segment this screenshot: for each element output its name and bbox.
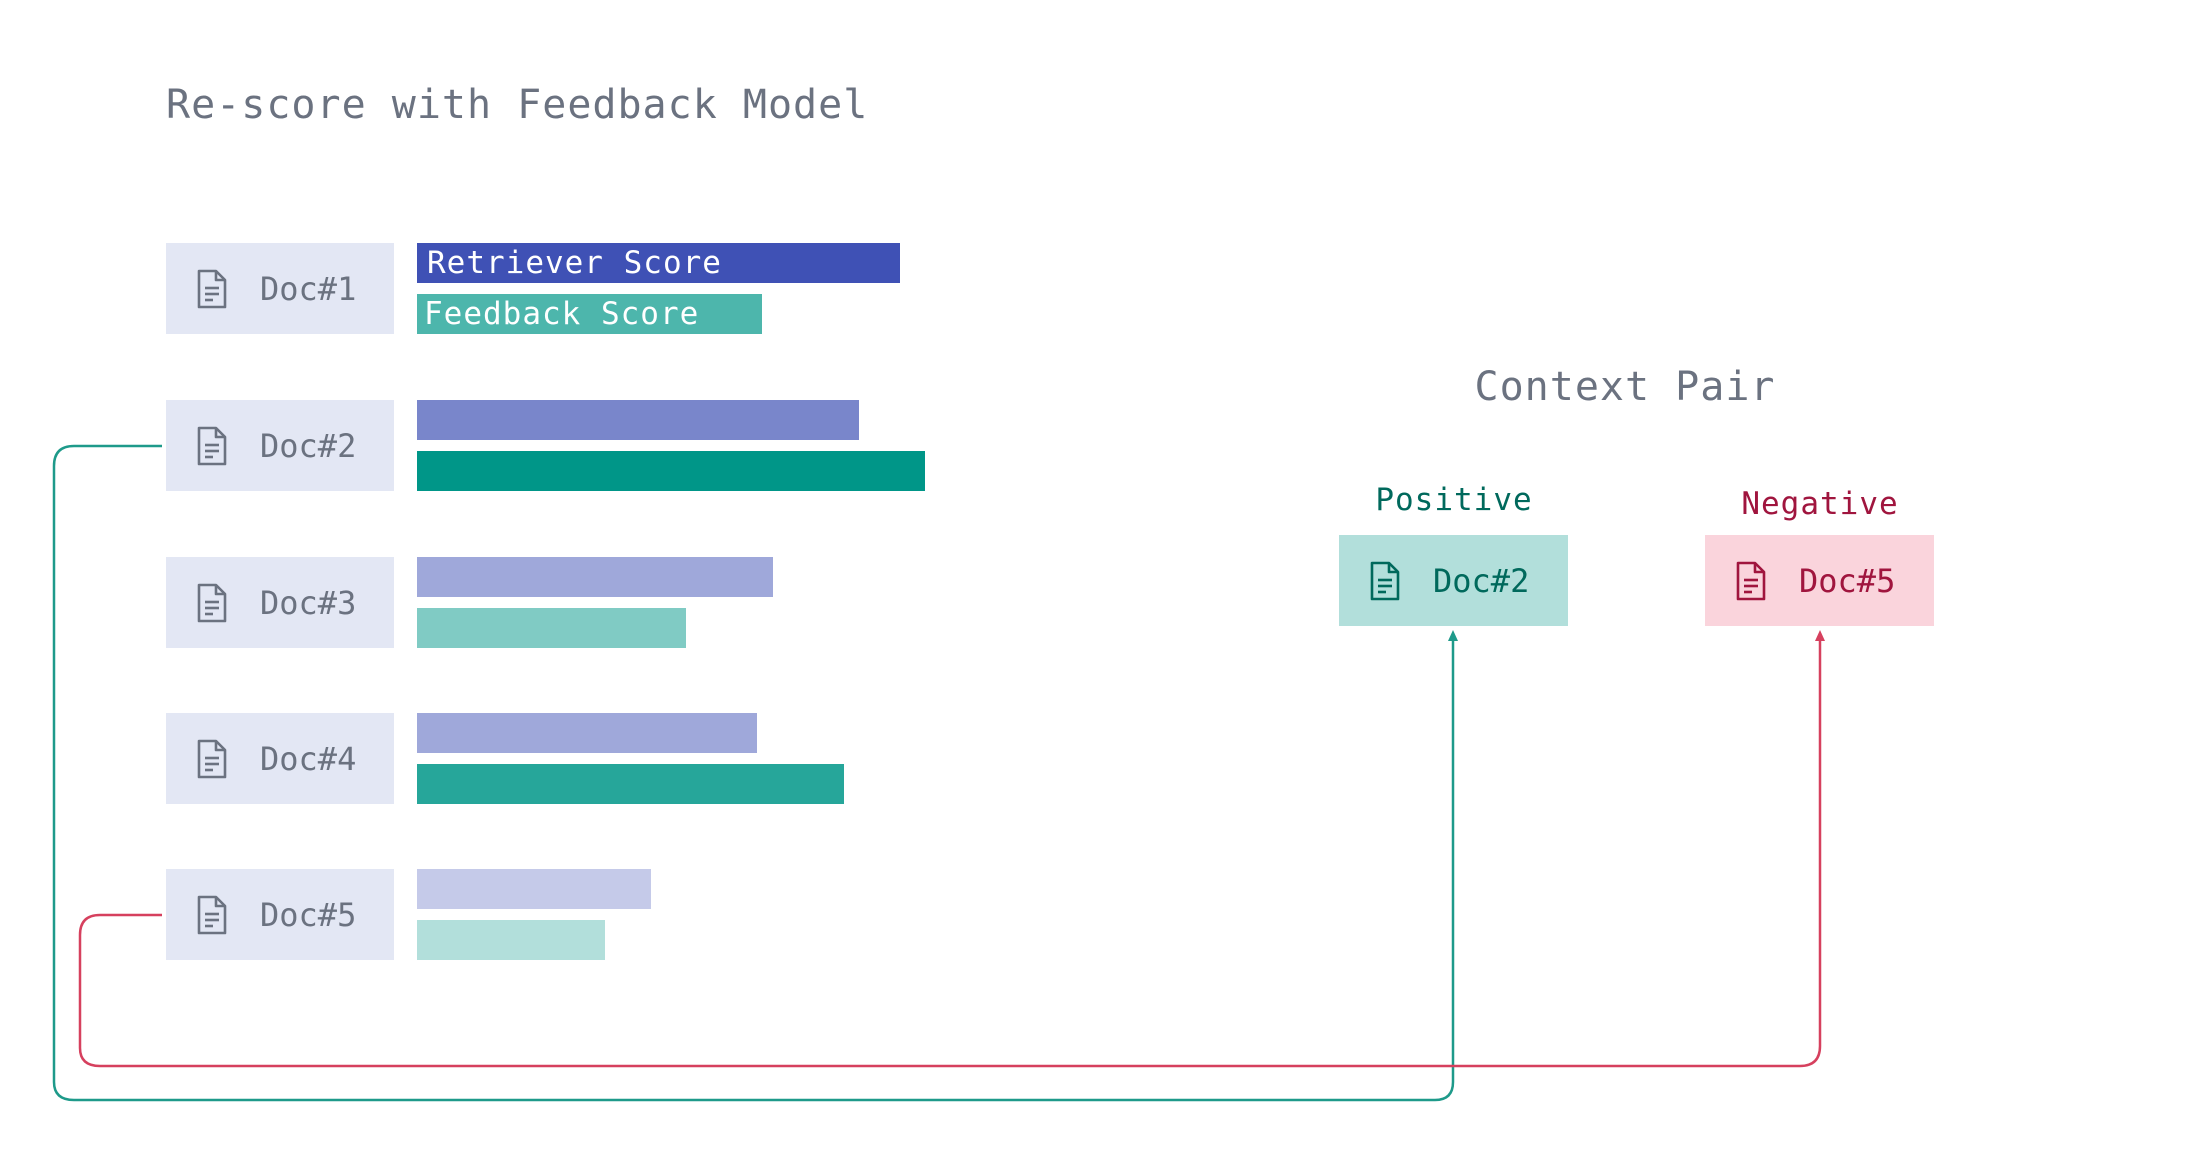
document-icon [194, 269, 230, 309]
feedback-score-bar: Feedback Score [417, 294, 762, 334]
feedback-score-bar [417, 920, 605, 960]
doc-label: Doc#4 [260, 739, 357, 778]
document-icon [194, 895, 230, 935]
retriever-score-bar: Retriever Score [417, 243, 900, 283]
positive-connector [52, 444, 1455, 1102]
retriever-score-bar [417, 713, 757, 753]
feedback-score-label: Feedback Score [424, 296, 700, 332]
negative-doc-label: Doc#5 [1799, 561, 1896, 600]
feedback-score-bar [417, 764, 844, 804]
document-icon [1367, 561, 1403, 601]
positive-arrowhead [1448, 630, 1458, 641]
doc-label: Doc#5 [260, 895, 357, 934]
doc-card-4: Doc#4 [166, 713, 394, 804]
feedback-score-bar [417, 451, 925, 491]
doc-label: Doc#1 [260, 269, 357, 308]
document-icon [194, 739, 230, 779]
positive-doc-label: Doc#2 [1433, 561, 1530, 600]
doc-card-1: Doc#1 [166, 243, 394, 334]
positive-doc-card: Doc#2 [1339, 535, 1568, 626]
document-icon [194, 426, 230, 466]
doc-label: Doc#2 [260, 426, 357, 465]
context-pair-title: Context Pair [1474, 364, 1776, 410]
retriever-score-bar [417, 400, 859, 440]
retriever-score-label: Retriever Score [427, 245, 722, 281]
negative-heading: Negative [1741, 486, 1899, 522]
diagram-title: Re-score with Feedback Model [166, 82, 869, 128]
retriever-score-bar [417, 869, 651, 909]
retriever-score-bar [417, 557, 773, 597]
document-icon [1733, 561, 1769, 601]
doc-card-2: Doc#2 [166, 400, 394, 491]
negative-connector [78, 640, 1822, 1068]
doc-card-3: Doc#3 [166, 557, 394, 648]
doc-card-5: Doc#5 [166, 869, 394, 960]
feedback-score-bar [417, 608, 686, 648]
positive-heading: Positive [1375, 482, 1533, 518]
doc-label: Doc#3 [260, 583, 357, 622]
negative-arrowhead [1815, 630, 1825, 641]
negative-doc-card: Doc#5 [1705, 535, 1934, 626]
document-icon [194, 583, 230, 623]
